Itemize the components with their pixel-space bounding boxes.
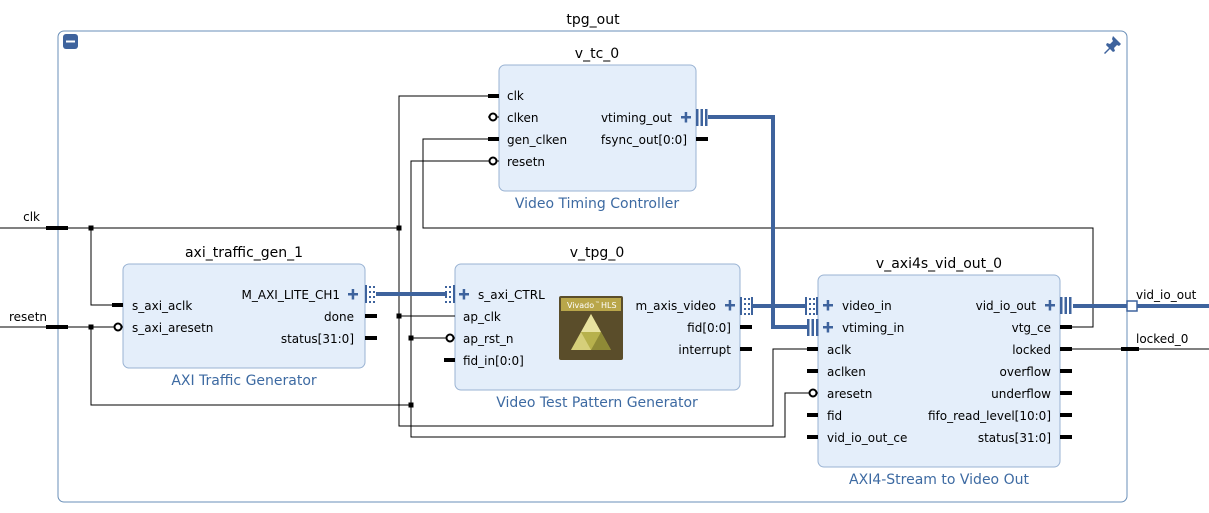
pin-icon[interactable]: [1104, 36, 1121, 54]
pin-label: vid_io_out: [976, 299, 1037, 313]
logo-text-hls: HLS: [601, 301, 617, 310]
minus-square-icon[interactable]: [63, 34, 78, 49]
block-v-axi4s-vid-out-0[interactable]: v_axi4s_vid_out_0 AXI4-Stream to Video O…: [805, 256, 1072, 488]
pin-label: interrupt: [678, 343, 731, 357]
plus-expand-icon[interactable]: [823, 300, 833, 311]
external-port-vid-io-out[interactable]: vid_io_out: [1126, 288, 1197, 312]
active-low-marker-icon: [488, 156, 498, 166]
pin-label: fid: [827, 409, 842, 423]
pin-label: clken: [507, 111, 538, 125]
block-v-tpg-0[interactable]: v_tpg_0 Video Test Pattern Generator s_a…: [444, 245, 753, 411]
axis-interface-icon: [805, 297, 818, 315]
net-clk-to-tpg: [398, 228, 447, 317]
block-instance-name: v_tpg_0: [570, 245, 624, 261]
active-low-marker-icon: [488, 112, 498, 122]
external-port-locked-0[interactable]: locked_0: [1121, 332, 1188, 351]
pin-label: s_axi_CTRL: [478, 288, 545, 302]
hierarchy-container[interactable]: [57, 30, 1128, 503]
locked-0-port-label: locked_0: [1136, 332, 1188, 346]
bus-interface-icon: [696, 109, 708, 126]
pin-label: aclk: [827, 343, 851, 357]
plus-expand-icon[interactable]: [1045, 300, 1055, 311]
pin-label: ap_clk: [463, 310, 501, 324]
active-low-marker-icon: [113, 322, 123, 332]
hierarchy-title: tpg_out: [566, 12, 620, 28]
pin-label: vtiming_in: [842, 321, 904, 335]
pin-label: video_in: [842, 299, 892, 313]
bus-vtiming: [708, 115, 807, 329]
pin-label: M_AXI_LITE_CH1: [242, 288, 341, 302]
axi-interface-icon: [365, 285, 375, 303]
block-ip-name: Video Timing Controller: [515, 196, 680, 212]
block-ip-name: AXI4-Stream to Video Out: [849, 472, 1029, 488]
pin-label: underflow: [991, 387, 1051, 401]
pin-label: s_axi_aresetn: [132, 321, 213, 335]
net-vtg-ce: [422, 138, 1094, 328]
bus-interface-icon: [1060, 297, 1072, 314]
pin-label: fifo_read_level[10:0]: [928, 409, 1051, 423]
pin-label: aclken: [827, 365, 866, 379]
pin-label: locked: [1012, 343, 1051, 357]
pin-label: gen_clken: [507, 133, 567, 147]
pin-label: aresetn: [827, 387, 872, 401]
net-resetn-to-axi4s: [410, 392, 807, 438]
pin-label: done: [324, 310, 354, 324]
bus-interface-icon: [807, 319, 819, 336]
block-ip-name: Video Test Pattern Generator: [496, 395, 698, 411]
clk-port-label: clk: [23, 210, 40, 224]
plus-expand-icon[interactable]: [459, 289, 469, 300]
plus-expand-icon[interactable]: [681, 112, 691, 123]
block-instance-name: v_axi4s_vid_out_0: [876, 256, 1002, 272]
pin-label: clk: [507, 89, 524, 103]
pin-label: vtiming_out: [601, 111, 672, 125]
resetn-port-label: resetn: [9, 310, 47, 324]
pin-label: s_axi_aclk: [132, 299, 192, 313]
pin-label: resetn: [507, 155, 545, 169]
pin-label: overflow: [1000, 365, 1052, 379]
block-instance-name: v_tc_0: [575, 46, 619, 62]
pin-label: vid_io_out_ce: [827, 431, 907, 445]
net-clk: [0, 95, 490, 229]
external-port-resetn[interactable]: resetn: [9, 310, 68, 329]
pin-label: status[31:0]: [281, 332, 354, 346]
vivado-hls-logo: Vivado ™ HLS: [559, 296, 623, 360]
block-v-tc-0[interactable]: v_tc_0 Video Timing Controller clk clken…: [488, 46, 708, 212]
active-low-marker-icon: [445, 333, 455, 343]
active-low-marker-icon: [808, 388, 818, 398]
axi-interface-icon: [445, 285, 455, 303]
vid-io-out-port-label: vid_io_out: [1136, 288, 1197, 302]
block-instance-name: axi_traffic_gen_1: [185, 245, 303, 261]
plus-expand-icon[interactable]: [348, 289, 358, 300]
bus-group: [376, 115, 1209, 329]
block-axi-traffic-gen-1[interactable]: axi_traffic_gen_1 AXI Traffic Generator …: [112, 245, 377, 389]
pin-label: fid_in[0:0]: [463, 354, 524, 368]
logo-text: Vivado: [567, 301, 594, 310]
plus-expand-icon[interactable]: [823, 322, 833, 333]
net-clk-to-atg: [90, 228, 115, 306]
plus-expand-icon[interactable]: [725, 300, 735, 311]
block-ip-name: AXI Traffic Generator: [171, 373, 317, 389]
axis-interface-icon: [740, 297, 753, 315]
logo-tm: ™: [595, 301, 600, 307]
external-port-clk[interactable]: clk: [23, 210, 68, 230]
net-clk-to-axi4s: [398, 316, 807, 427]
pin-label: fid[0:0]: [687, 321, 731, 335]
pin-label: ap_rst_n: [463, 332, 513, 346]
pin-label: fsync_out[0:0]: [601, 133, 687, 147]
pin-label: status[31:0]: [978, 431, 1051, 445]
pin-label: vtg_ce: [1012, 321, 1051, 335]
junction-dots: [88, 225, 414, 408]
pin-label: m_axis_video: [635, 299, 716, 313]
